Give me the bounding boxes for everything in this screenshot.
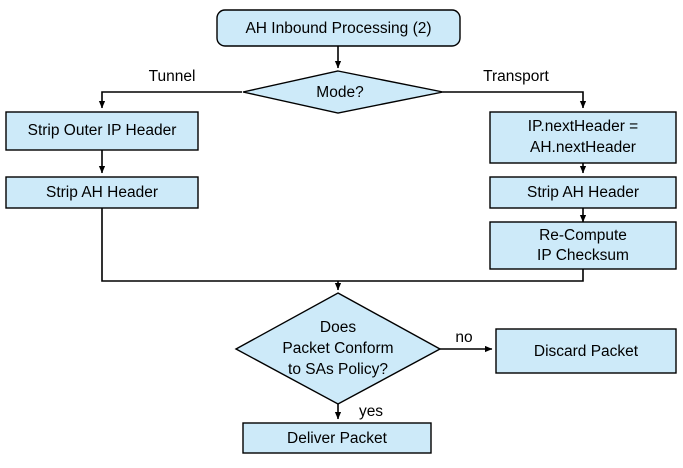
edge-label-yes: yes <box>359 403 383 420</box>
start-shape <box>216 9 461 47</box>
policy-decision-label-line1: Does <box>320 319 356 336</box>
set-next-header-label-line1: IP.nextHeader = <box>528 118 638 135</box>
node-strip-ah-header-transport[interactable]: Strip AH Header <box>489 176 677 209</box>
edge-transport-to-merge <box>338 269 584 282</box>
set-next-header-label-line2: AH.nextHeader <box>530 139 636 156</box>
recompute-checksum-label-line2: IP Checksum <box>537 247 629 264</box>
deliver-packet-label: Deliver Packet <box>287 430 388 447</box>
edge-tunnel-to-merge <box>101 208 338 282</box>
node-discard-packet[interactable]: Discard Packet <box>495 328 677 374</box>
strip-ah-header-tunnel-shape <box>5 176 199 209</box>
node-recompute-checksum[interactable]: Re-Compute IP Checksum <box>489 221 677 270</box>
node-strip-ah-header-tunnel[interactable]: Strip AH Header <box>5 176 199 209</box>
node-strip-outer-ip-header[interactable]: Strip Outer IP Header <box>5 111 199 151</box>
strip-outer-ip-header-label: Strip Outer IP Header <box>28 122 177 139</box>
edge-mode-tunnel <box>98 91 242 109</box>
mode-decision-shape <box>242 70 444 114</box>
discard-packet-shape <box>495 328 677 374</box>
recompute-checksum-shape <box>489 221 677 270</box>
node-start[interactable]: AH Inbound Processing (2) <box>216 9 461 47</box>
strip-ah-header-tunnel-label: Strip AH Header <box>46 184 158 201</box>
discard-packet-label: Discard Packet <box>534 343 639 360</box>
node-mode-decision[interactable]: Mode? <box>242 70 444 114</box>
recompute-checksum-label-line1: Re-Compute <box>539 227 627 244</box>
policy-decision-shape <box>234 292 442 405</box>
edge-label-tunnel: Tunnel <box>149 68 196 85</box>
node-set-next-header[interactable]: IP.nextHeader = AH.nextHeader <box>489 111 677 164</box>
edge-mode-transport <box>443 91 587 109</box>
mode-decision-label: Mode? <box>316 84 364 101</box>
strip-ah-header-transport-label: Strip AH Header <box>527 184 639 201</box>
deliver-packet-shape <box>242 422 432 454</box>
edge-label-no: no <box>455 329 472 346</box>
policy-decision-label-line2: Packet Conform <box>282 340 393 357</box>
policy-decision-label-line3: to SAs Policy? <box>288 361 388 378</box>
node-deliver-packet[interactable]: Deliver Packet <box>242 422 432 454</box>
strip-ah-header-transport-shape <box>489 176 677 209</box>
strip-outer-ip-header-shape <box>5 111 199 151</box>
set-next-header-shape <box>489 111 677 164</box>
edge-label-transport: Transport <box>483 68 549 85</box>
node-policy-decision[interactable]: Does Packet Conform to SAs Policy? <box>234 292 442 405</box>
start-label: AH Inbound Processing (2) <box>245 20 431 37</box>
